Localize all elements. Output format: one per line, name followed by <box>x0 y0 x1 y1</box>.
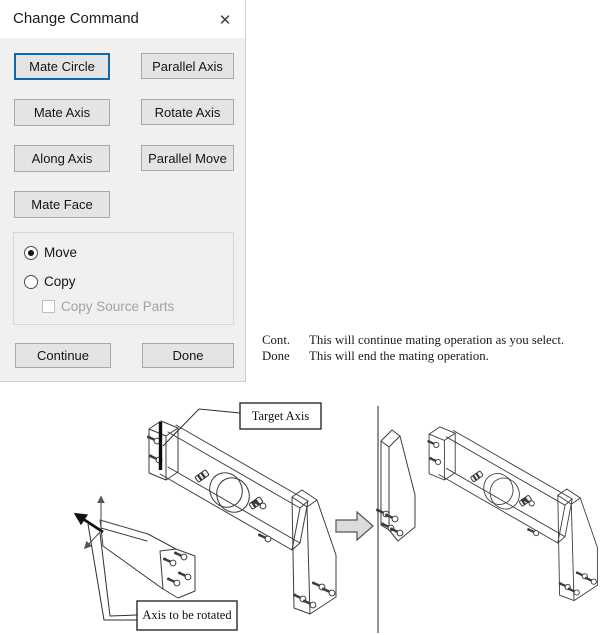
radio-selected-icon[interactable] <box>24 245 38 260</box>
rotated-axis-leader <box>99 532 138 617</box>
pin-icon <box>193 468 211 484</box>
close-icon: ✕ <box>218 10 232 29</box>
rotate-axis-button[interactable]: Rotate Axis <box>141 99 234 125</box>
continue-button[interactable]: Continue <box>15 343 111 368</box>
part-to-rotate <box>99 519 196 599</box>
notes: Cont. This will continue mating operatio… <box>262 333 607 364</box>
side-arrow <box>83 530 102 550</box>
bolt-icon <box>383 512 400 524</box>
move-radio-label: Move <box>44 245 78 260</box>
transform-arrow-icon <box>335 510 374 542</box>
copy-source-parts-checkbox: Copy Source Parts <box>42 299 174 314</box>
main-assembly <box>145 420 337 615</box>
bolt-icon <box>320 586 337 598</box>
axis-to-be-rotated-label-box <box>136 600 238 631</box>
rotation-axis-arrow <box>73 512 104 534</box>
main-assembly-copy <box>427 427 597 601</box>
target-axis-leader <box>162 408 241 447</box>
rotated-axis-leader <box>87 523 137 621</box>
dialog-titlebar: Change Command ✕ <box>0 0 245 38</box>
mode-groupbox: Move Copy Copy Source Parts <box>13 232 234 325</box>
mate-circle-button[interactable]: Mate Circle <box>14 53 110 80</box>
bolt-icon <box>388 526 405 538</box>
note-done: Done This will end the mating operation. <box>262 349 607 365</box>
parallel-move-button[interactable]: Parallel Move <box>141 145 234 171</box>
checkbox-label: Copy Source Parts <box>61 299 175 314</box>
mate-face-button[interactable]: Mate Face <box>14 191 110 218</box>
diagram: Target Axis Axis to be rotated <box>73 402 607 633</box>
bolt-icon <box>165 576 182 588</box>
copy-radio-label: Copy <box>44 274 76 289</box>
change-command-dialog: Change Command ✕ Mate Circle Parallel Ax… <box>0 0 246 382</box>
radio-unselected-icon[interactable] <box>24 274 38 289</box>
note-continue: Cont. This will continue mating operatio… <box>262 333 607 349</box>
move-radio[interactable]: Move <box>24 245 77 260</box>
copy-radio[interactable]: Copy <box>24 274 76 289</box>
checkbox-icon <box>42 300 55 313</box>
close-button[interactable]: ✕ <box>210 7 240 32</box>
along-axis-button[interactable]: Along Axis <box>14 145 110 172</box>
note-term: Done <box>262 348 290 363</box>
parallel-axis-button[interactable]: Parallel Axis <box>141 53 234 79</box>
axis-to-be-rotated-label: Axis to be rotated <box>142 608 232 622</box>
target-axis-label-box <box>239 402 322 430</box>
target-axis-label: Target Axis <box>252 409 310 423</box>
mate-axis-button[interactable]: Mate Axis <box>14 99 110 126</box>
note-term: Cont. <box>262 333 291 347</box>
bolt-icon <box>176 570 193 582</box>
rotated-part-upright <box>374 429 416 542</box>
note-desc: This will continue mating operation as y… <box>309 333 565 347</box>
bolt-icon <box>161 556 178 568</box>
bolt-icon <box>256 532 273 544</box>
dialog-title: Change Command <box>13 10 139 27</box>
note-desc: This will end the mating operation. <box>309 348 489 363</box>
done-button[interactable]: Done <box>142 343 234 368</box>
